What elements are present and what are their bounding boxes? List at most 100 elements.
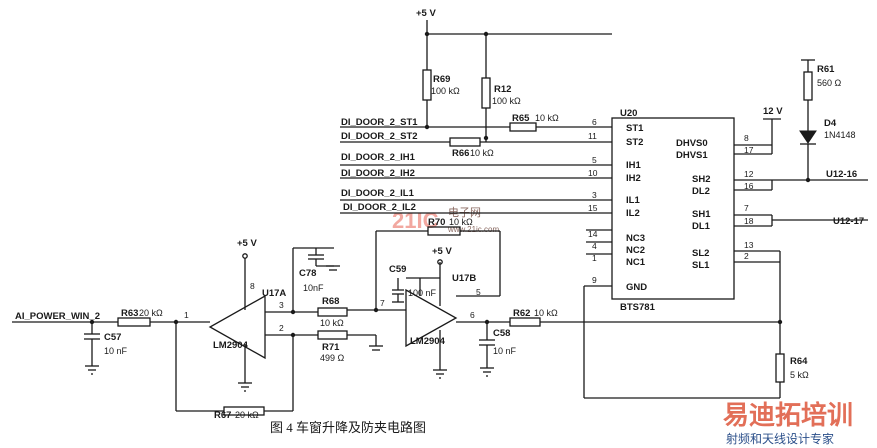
pin-num: 8 xyxy=(744,133,749,143)
pin-num: 2 xyxy=(744,251,749,261)
v12-label: 12 V xyxy=(763,106,783,117)
c57-name: C57 xyxy=(104,332,121,343)
r68-value: 10 kΩ xyxy=(320,318,344,328)
u17b-part: LM2904 xyxy=(410,336,446,347)
c59-value: 100 nF xyxy=(408,288,437,298)
vcc-top-label: +5 V xyxy=(416,8,436,19)
ic-u20: U20 BTS781 6 ST1 11 ST2 5 IH1 10 IH2 3 I… xyxy=(584,108,780,313)
watermark-21ic-logo: 21IC xyxy=(392,208,439,233)
pin-name: SL1 xyxy=(692,260,710,271)
c78-value: 10nF xyxy=(303,283,324,293)
node-5: 5 xyxy=(476,287,481,297)
r66-symbol xyxy=(449,137,481,147)
node-3: 3 xyxy=(279,300,284,310)
r68-symbol xyxy=(317,307,348,317)
r63-symbol xyxy=(117,317,151,327)
pin-name: NC1 xyxy=(626,257,646,268)
r12-name: R12 xyxy=(494,84,511,95)
watermark-brand-logo: 易迪拓培训 xyxy=(723,401,853,431)
net-u12-16: U12-16 xyxy=(826,169,857,180)
r67-value: 20 kΩ xyxy=(235,410,259,420)
c58-name: C58 xyxy=(493,328,510,339)
r61-value: 560 Ω xyxy=(817,78,842,88)
pin-num: 17 xyxy=(744,145,754,155)
pin-name: IL1 xyxy=(626,195,640,206)
pin-num: 10 xyxy=(588,168,598,178)
u17a-part: LM2904 xyxy=(213,340,249,351)
high-side-output: 12 V R61 560 Ω D4 1N4148 U12-16 U12-17 R… xyxy=(583,59,868,399)
r70-value: 10 kΩ xyxy=(449,217,473,227)
pullup-network: +5 V R69 100 kΩ R12 100 kΩ xyxy=(416,8,612,141)
pin-num: 9 xyxy=(592,275,597,285)
r64-name: R64 xyxy=(790,356,808,367)
c78-name: C78 xyxy=(299,268,316,279)
node-6: 6 xyxy=(470,310,475,320)
node-7: 7 xyxy=(380,298,385,308)
net-u12-17: U12-17 xyxy=(833,216,864,227)
pin-num: 11 xyxy=(588,131,597,141)
r71-value: 499 Ω xyxy=(320,353,345,363)
watermark-bottom-right: 易迪拓培训 射频和天线设计专家 xyxy=(723,401,853,446)
pin-num: 18 xyxy=(744,216,754,226)
u20-name: U20 xyxy=(620,108,637,119)
r65-value: 10 kΩ xyxy=(535,113,559,123)
c59-name: C59 xyxy=(389,264,406,275)
pin-name: DHVS0 xyxy=(676,138,708,149)
analog-input: AI_POWER_WIN_2 R63 20 kΩ 1 C57 10 nF xyxy=(12,308,210,411)
node-1: 1 xyxy=(184,310,189,320)
vcc-opamp1: +5 V xyxy=(237,238,257,249)
r70-name: R70 xyxy=(428,217,445,228)
pin-num: 5 xyxy=(592,155,597,165)
net-ai-power-win: AI_POWER_WIN_2 xyxy=(15,311,100,322)
u17b-symbol xyxy=(405,288,458,348)
r66-value: 10 kΩ xyxy=(470,148,494,158)
r71-name: R71 xyxy=(322,342,340,353)
r69-symbol xyxy=(422,69,432,101)
c57-value: 10 nF xyxy=(104,346,128,356)
pin-num: 16 xyxy=(744,181,754,191)
u17a-name: U17A xyxy=(262,288,286,299)
net-ih2: DI_DOOR_2_IH2 xyxy=(341,168,415,179)
node-2: 2 xyxy=(279,323,284,333)
digital-inputs: DI_DOOR_2_ST1 R65 10 kΩ DI_DOOR_2_ST2 R6… xyxy=(340,113,612,214)
pin-num: 7 xyxy=(744,203,749,213)
net-st1: DI_DOOR_2_ST1 xyxy=(341,117,418,128)
d4-symbol xyxy=(799,130,817,144)
r69-value: 100 kΩ xyxy=(431,86,460,96)
pin-num: 15 xyxy=(588,203,598,213)
pin-num: 1 xyxy=(592,253,597,263)
net-il2: DI_DOOR_2_IL2 xyxy=(343,202,416,213)
pin8-label: 8 xyxy=(250,281,255,291)
pin-num: 3 xyxy=(592,190,597,200)
r62-name: R62 xyxy=(513,308,530,319)
pin-name: DHVS1 xyxy=(676,150,708,161)
pin-name: ST2 xyxy=(626,137,643,148)
sense-path: R62 10 kΩ 6 C58 10 nF xyxy=(456,308,783,377)
opamp-u17a: U17A LM2904 +5 V 8 C78 10nF 3 R68 10 kΩ … xyxy=(176,238,383,421)
d4-name: D4 xyxy=(824,118,837,129)
u17a-symbol xyxy=(208,294,266,360)
r67-name: R67 xyxy=(214,410,231,421)
r63-value: 20 kΩ xyxy=(139,308,163,318)
r63-name: R63 xyxy=(121,308,138,319)
pin-name: GND xyxy=(626,282,647,293)
pin-num: 12 xyxy=(744,169,754,179)
r64-value: 5 kΩ xyxy=(790,370,809,380)
pin-name: IL2 xyxy=(626,208,640,219)
pin-name: DL2 xyxy=(692,186,710,197)
r62-value: 10 kΩ xyxy=(534,308,558,318)
net-st2: DI_DOOR_2_ST2 xyxy=(341,131,418,142)
r64-symbol xyxy=(775,353,785,383)
net-il1: DI_DOOR_2_IL1 xyxy=(341,188,415,199)
pin-name: SH2 xyxy=(692,174,710,185)
opamp-u17b: U17B LM2904 +5 V C59 100 nF 5 R70 10 kΩ … xyxy=(347,217,501,379)
r62-symbol xyxy=(509,317,541,327)
pin-name: SL2 xyxy=(692,248,709,259)
pin-num: 14 xyxy=(588,229,598,239)
pin-name: ST1 xyxy=(626,123,644,134)
u17b-name: U17B xyxy=(452,273,476,284)
pin-name: IH2 xyxy=(626,173,641,184)
vcc-opamp2: +5 V xyxy=(432,246,452,257)
